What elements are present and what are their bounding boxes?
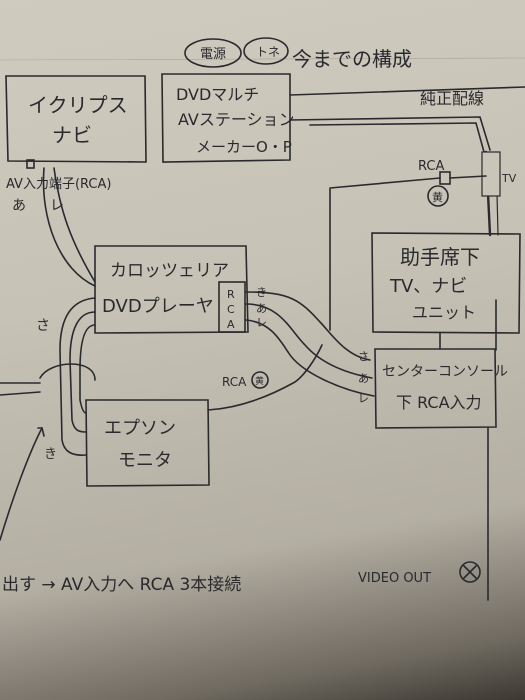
title-circled-2: トネ (256, 45, 280, 59)
rca-label-mid: RCA (222, 375, 247, 389)
passenger-line3: ユニット (412, 303, 476, 322)
title-text: 今までの構成 (292, 47, 412, 71)
av-input-label: AV入力端子(RCA) (6, 177, 111, 192)
epson-line1: エプソン (104, 418, 176, 439)
title-circled-1: 電源 (200, 47, 226, 62)
tv-label: TV (501, 172, 517, 185)
eclipse-port (26, 159, 35, 169)
console-line1: センターコンソール (382, 364, 508, 380)
eclipse-navi-box (5, 75, 147, 163)
eclipse-line1: イクリプス (28, 93, 128, 117)
rca-jack-c: C (227, 303, 235, 316)
dvd-multi-box (161, 73, 291, 163)
label-sa-right: さ (358, 350, 369, 363)
label-a-left: あ (12, 198, 26, 214)
yellow-marker-top (427, 185, 449, 207)
passenger-line2: TV、ナビ (389, 276, 467, 297)
epson-monitor-box (85, 399, 210, 487)
label-a-mid: あ (256, 302, 267, 315)
rca-label-top: RCA (418, 159, 444, 174)
passenger-unit-box (371, 232, 521, 334)
label-ki-mid: き (256, 286, 267, 299)
label-sa-left: さ (36, 318, 50, 334)
title-circle-2 (243, 37, 289, 65)
title-circle-1 (184, 38, 242, 68)
yellow-mark-mid: 黄 (255, 375, 264, 387)
dvd-multi-line1: DVDマルチ (176, 85, 259, 104)
carrozzeria-box (94, 245, 249, 334)
label-a-right: あ (358, 372, 369, 385)
carrozzeria-line2: DVDプレーヤ (102, 296, 214, 317)
yellow-marker-mid (251, 371, 269, 389)
epson-line2: モニタ (118, 450, 172, 471)
dvd-multi-line2: AVステーション (178, 110, 295, 129)
video-out-circle (459, 561, 481, 583)
yellow-mark-top: 黄 (432, 190, 443, 204)
bottom-note: 出す → AV入力へ RCA 3本接続 (2, 575, 241, 595)
center-console-box (374, 348, 497, 429)
label-re-left: レ (50, 198, 64, 214)
eclipse-line2: ナビ (52, 123, 92, 147)
junsei-label: 純正配線 (420, 89, 484, 108)
rca-jack-panel (218, 281, 246, 333)
video-out-label: VIDEO OUT (358, 571, 431, 586)
passenger-line1: 助手席下 (400, 245, 480, 269)
rca-jack-r: R (227, 288, 235, 301)
label-re-mid: レ (256, 316, 267, 329)
rca-jack-a: A (227, 318, 235, 331)
dvd-multi-line3: メーカーO・P (196, 138, 292, 156)
carrozzeria-line1: カロッツェリア (110, 261, 229, 281)
cable-connector (481, 151, 501, 197)
label-ki-bottom: き (44, 447, 57, 462)
console-line2: 下 RCA入力 (396, 393, 482, 412)
label-re-right: レ (358, 392, 369, 405)
